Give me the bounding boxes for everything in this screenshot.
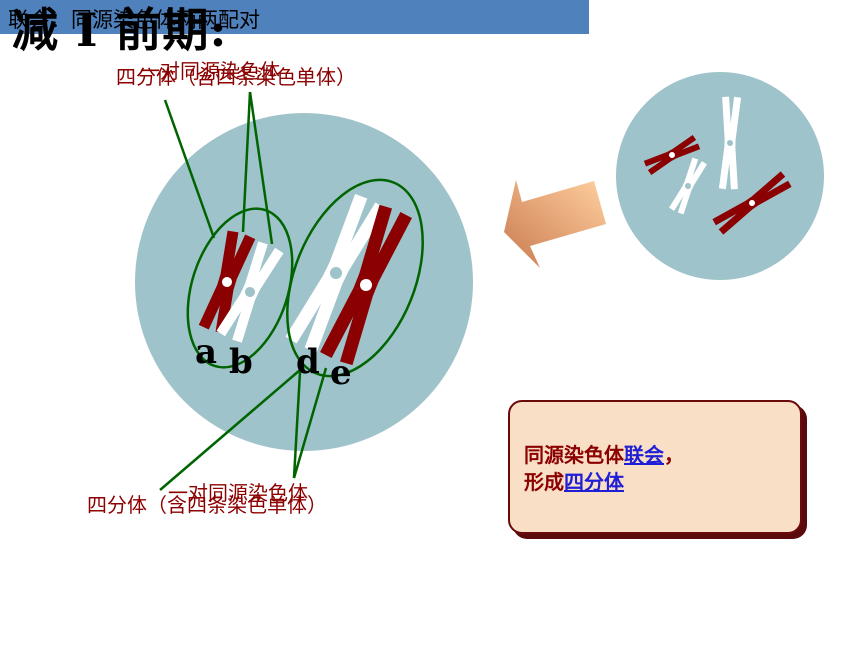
info-text-2: 形成 [524,470,564,494]
info-line-1: 同源染色体联会， [524,442,786,469]
info-line-2: 形成四分体 [524,469,786,496]
chromatid-letter-b: b [229,342,253,382]
banner-text: 联会：同源染色体两两配对 [8,8,260,32]
small-cell-chromosomes [643,96,792,235]
label-top-pair: 一对同源染色体 [140,59,280,83]
keyword-link-synapsis[interactable]: 联会 [624,443,664,467]
tetrad-left [198,230,284,343]
info-text-1: 同源染色体 [524,443,624,467]
header-banner [0,0,589,34]
label-bottom-tetrad: 四分体（含四条染色单体） [87,493,327,517]
label-top-tetrad: 四分体（含四条染色单体） [116,65,356,89]
label-bottom-pair: 一对同源染色体 [168,481,308,505]
info-box: 同源染色体联会， 形成四分体 [508,400,802,534]
pointer-lines [159,91,328,491]
info-punct: ， [664,443,684,467]
small-cell [616,72,824,280]
chromosome-red-left [198,230,256,334]
chromatid-letter-d: d [296,342,320,382]
chromosome-white-right [285,194,387,352]
tetrad-right-outline [286,178,424,378]
keyword-link-tetrad[interactable]: 四分体 [564,470,624,494]
chromosome-red-right [320,204,412,366]
page-title: 减 I 前期: [12,3,228,57]
chromatid-letter-e: e [330,353,352,393]
chromatid-letter-a: a [195,332,218,372]
arrow-icon [504,180,606,268]
chromosome-white-left [216,241,284,343]
tetrad-right [285,194,412,366]
tetrad-left-outline [186,207,294,369]
main-cell [135,113,473,451]
